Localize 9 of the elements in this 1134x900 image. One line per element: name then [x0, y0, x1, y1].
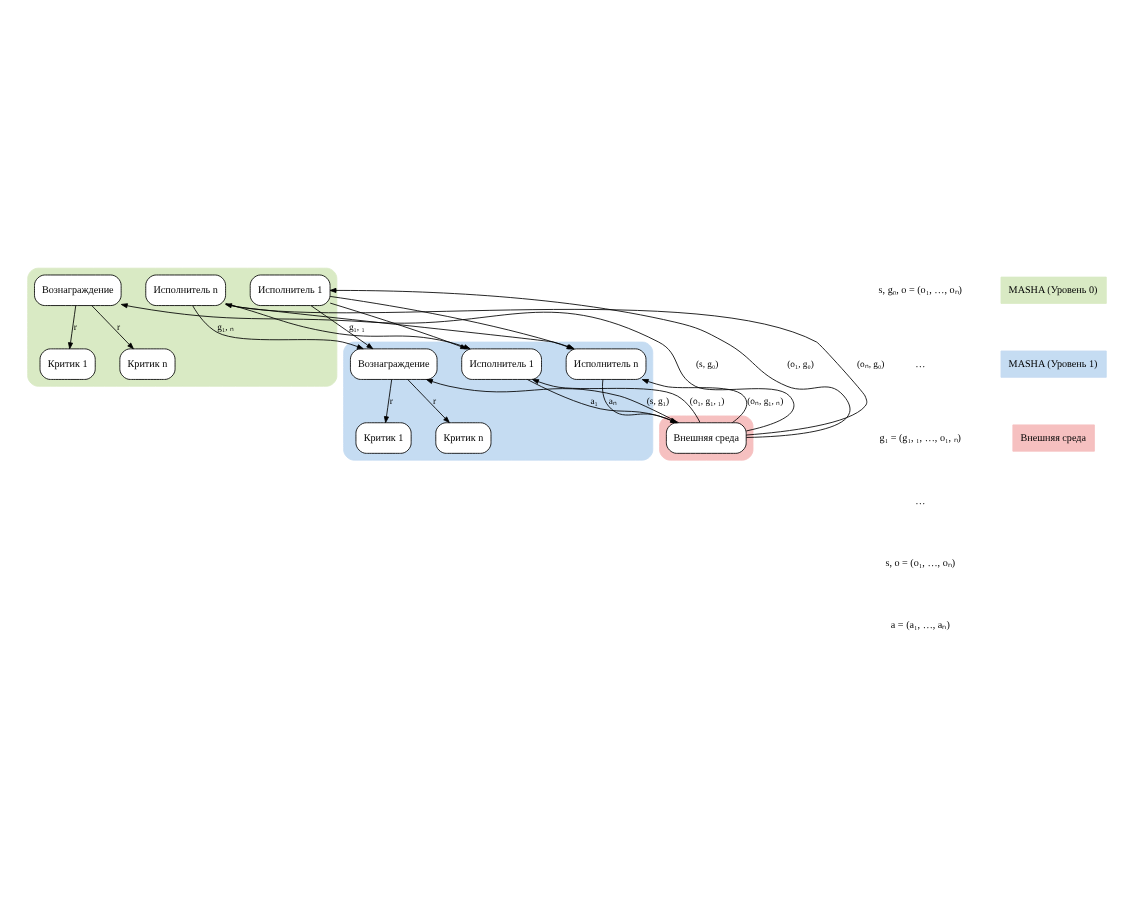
arrow [91, 304, 134, 349]
arrow [383, 378, 393, 423]
arrow [120, 302, 795, 431]
arrow [68, 304, 77, 349]
arrow [329, 286, 851, 437]
arrow [192, 304, 364, 349]
arrow [225, 302, 868, 435]
arrow [407, 378, 450, 423]
arrow [310, 304, 374, 349]
